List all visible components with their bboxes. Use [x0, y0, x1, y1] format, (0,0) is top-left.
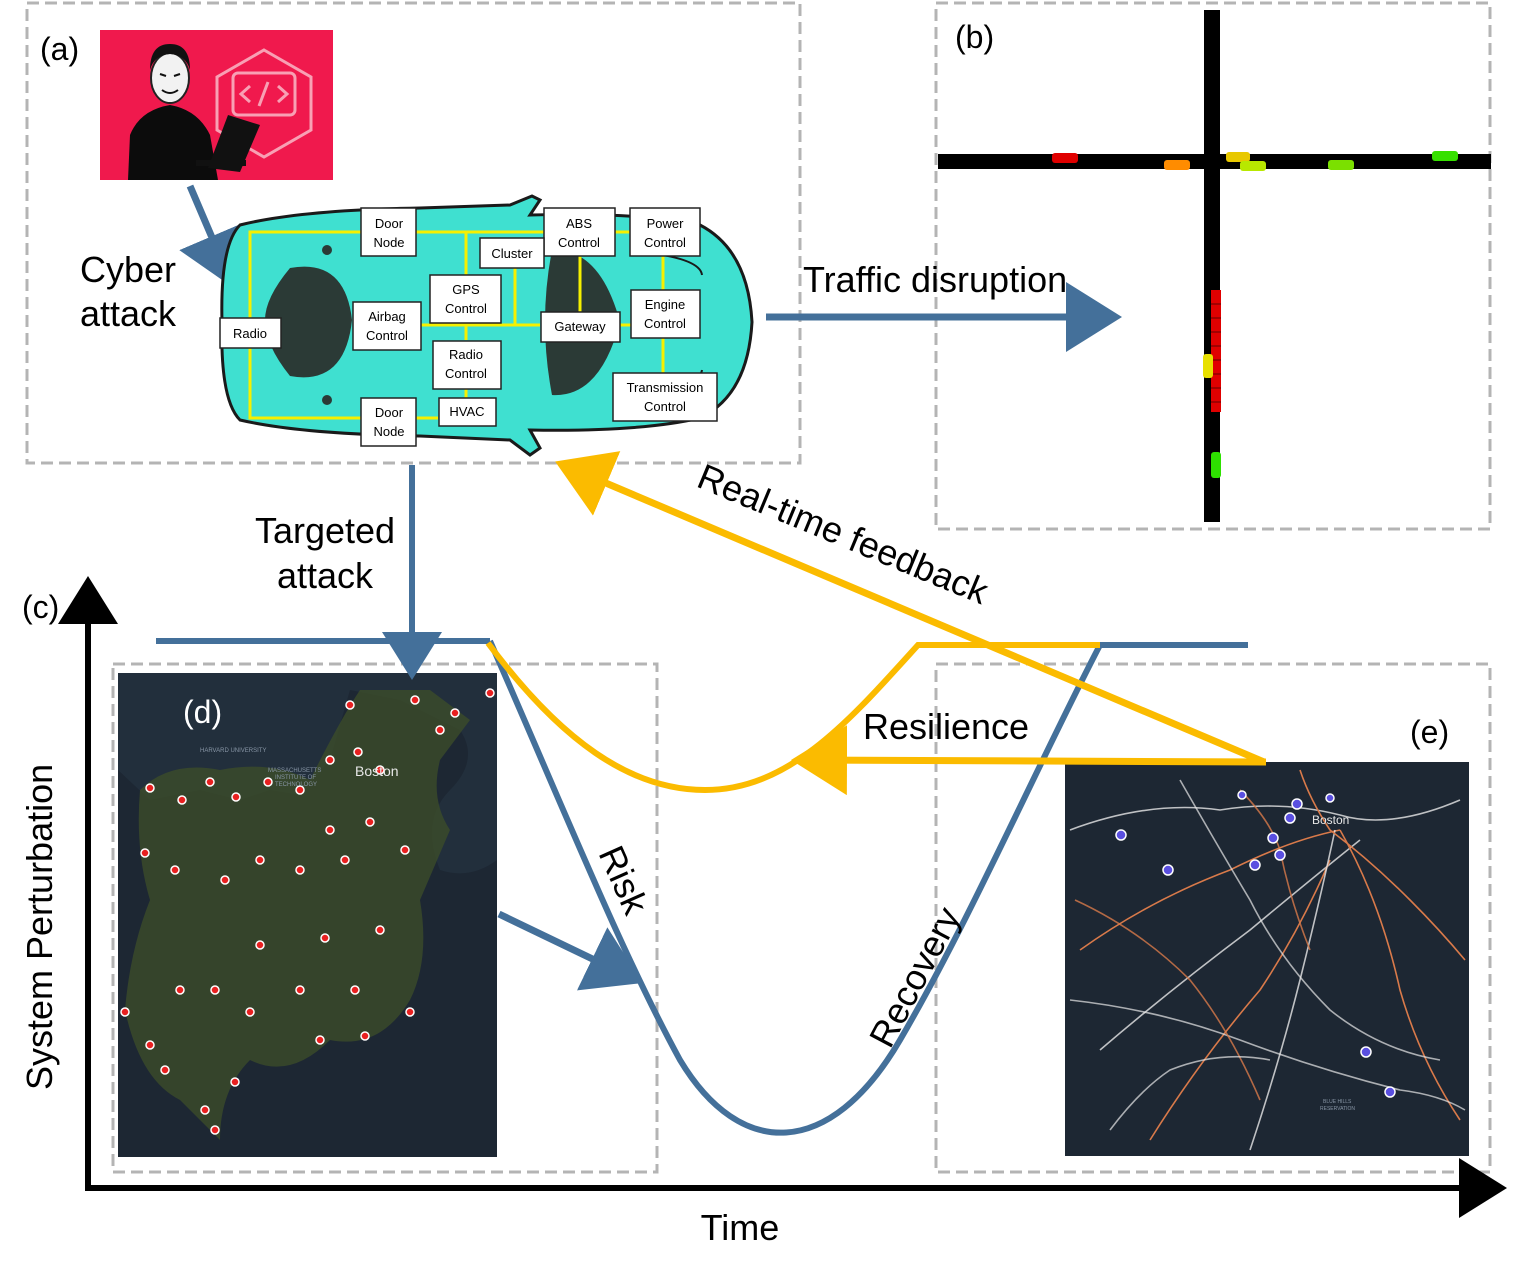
cyber-attack-label-2: attack — [80, 293, 177, 334]
blue-hills-label-2: RESERVATION — [1320, 1106, 1355, 1112]
gps-control-label-2: Control — [445, 301, 487, 316]
door-node-top-label-2: Node — [373, 235, 404, 250]
recovery-label: Recovery — [861, 900, 969, 1054]
risk-arrow — [497, 910, 643, 991]
gateway-label: Gateway — [554, 319, 606, 334]
boston-label-d: Boston — [355, 763, 399, 779]
panel-a-border — [25, 1, 802, 465]
cyber-attack-label-1: Cyber — [80, 249, 176, 290]
engine-control-label-2: Control — [644, 316, 686, 331]
airbag-control-label: Airbag — [368, 309, 406, 324]
realtime-feedback-arrow — [555, 451, 1266, 766]
engine-control-label: Engine — [645, 297, 685, 312]
intersection-dots — [120, 688, 495, 1135]
power-control-label: Power — [647, 216, 685, 231]
y-axis-label: System Perturbation — [19, 764, 60, 1090]
power-control-label-2: Control — [644, 235, 686, 250]
resilience-arrow — [791, 725, 1267, 796]
boston-map-e: Boston BLUE HILLS RESERVATION — [1065, 762, 1469, 1156]
mit-label-3: TECHNOLOGY — [275, 782, 317, 788]
radio-label: Radio — [233, 326, 267, 341]
cyber-attack-arrow — [179, 184, 244, 288]
radio-control-label-2: Control — [445, 366, 487, 381]
realtime-feedback-label: Real-time feedback — [692, 456, 995, 613]
risk-recovery-curve — [487, 639, 1103, 1136]
door-node-bottom-label: Door — [375, 405, 404, 420]
blue-hills-label-1: BLUE HILLS — [1323, 1099, 1352, 1105]
abs-control-label-2: Control — [558, 235, 600, 250]
hacker-panel — [100, 30, 333, 180]
door-node-top-label: Door — [375, 216, 404, 231]
targeted-attack-label-1: Targeted — [255, 510, 395, 551]
airbag-control-label-2: Control — [366, 328, 408, 343]
cluster-label: Cluster — [491, 246, 533, 261]
code-hexagon-icon — [215, 48, 313, 159]
mit-label-2: INSTITUTE OF — [275, 775, 316, 781]
resilience-label: Resilience — [863, 706, 1029, 747]
harvard-label: HARVARD UNIVERSITY — [200, 748, 266, 754]
panel-b-label: (b) — [955, 19, 994, 55]
panel-a-label: (a) — [40, 31, 79, 67]
x-axis-label: Time — [701, 1207, 780, 1248]
radio-control-label: Radio — [449, 347, 483, 362]
traffic-disruption-label: Traffic disruption — [803, 259, 1067, 300]
abs-control-label: ABS — [566, 216, 592, 231]
panel-d-label: (d) — [183, 694, 222, 730]
risk-label: Risk — [591, 840, 657, 922]
panel-e-border — [934, 662, 1492, 1174]
panel-b-border — [934, 1, 1492, 531]
boston-map-d: Boston HARVARD UNIVERSITY MASSACHUSETTS … — [118, 673, 497, 1157]
highlighted-nodes — [1115, 790, 1396, 1098]
resilience-curve — [485, 641, 1100, 794]
mit-label-1: MASSACHUSETTS — [268, 768, 321, 774]
boston-label-e: Boston — [1312, 813, 1349, 827]
transmission-control-label-2: Control — [644, 399, 686, 414]
hacker-with-laptop-icon — [128, 44, 260, 180]
car-node-boxes — [219, 207, 718, 447]
transmission-control-label: Transmission — [627, 380, 704, 395]
panel-e-label: (e) — [1410, 714, 1449, 750]
targeted-attack-label-2: attack — [277, 555, 374, 596]
gps-control-label: GPS — [452, 282, 480, 297]
hvac-label: HVAC — [449, 404, 484, 419]
intersection-illustration — [938, 10, 1491, 522]
door-node-bottom-label-2: Node — [373, 424, 404, 439]
panel-c-label: (c) — [22, 589, 59, 625]
